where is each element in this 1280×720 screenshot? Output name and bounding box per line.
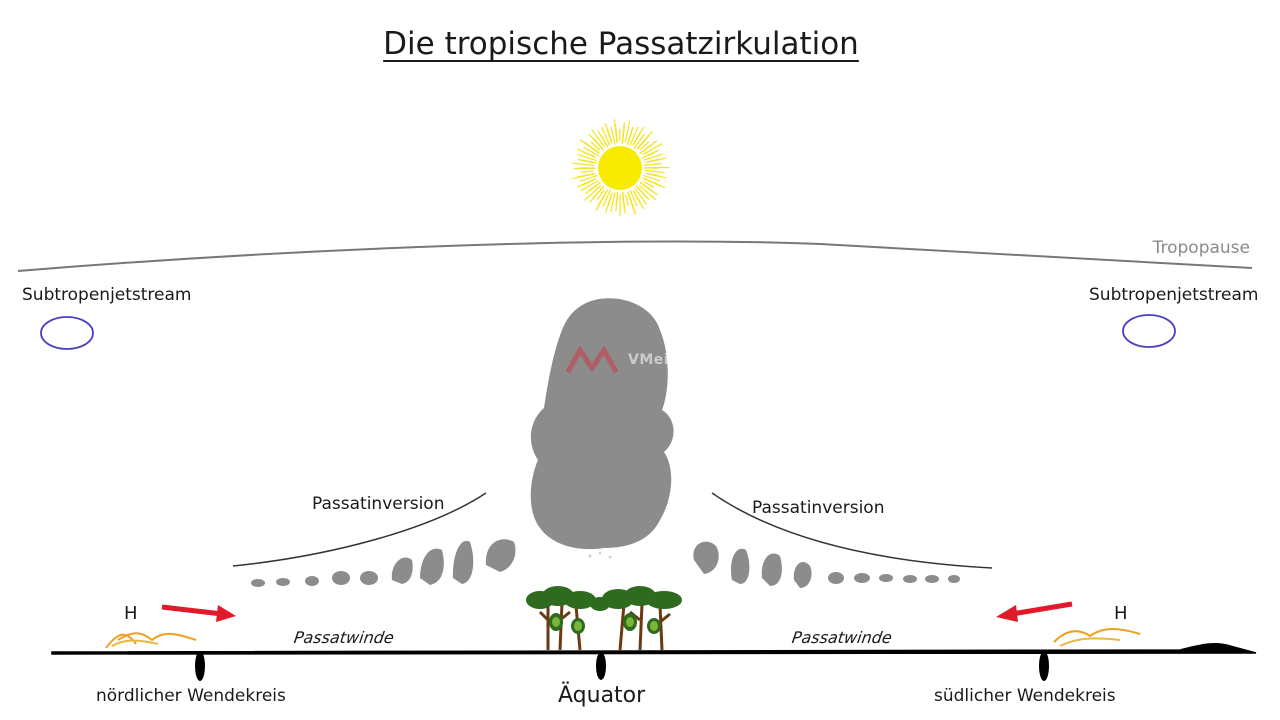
jetstream-label-left: Subtropenjetstream (22, 285, 192, 305)
jetstream-ellipse-icon (40, 316, 94, 350)
sun-ray (614, 124, 618, 143)
sun-ray (592, 137, 604, 150)
jetstream-ellipse-icon (1122, 314, 1176, 348)
equator-marker (596, 652, 606, 680)
trade-wind-label-left: Passatwinde (292, 628, 396, 647)
high-pressure-label-left: H (124, 603, 138, 624)
tropopause-line (17, 240, 1253, 272)
ground-line (51, 643, 1257, 655)
sun-ray (588, 181, 601, 191)
sun-ray (646, 157, 667, 163)
trade-cumulus-left (251, 539, 516, 587)
sun-ray (610, 192, 616, 213)
sun-ray (596, 189, 605, 201)
trade-wind-arrow-icon (161, 604, 236, 622)
sun-ray (643, 162, 662, 166)
sun-ray (579, 174, 598, 182)
sun-ray (624, 120, 631, 143)
sun-icon (572, 119, 670, 217)
passat-inversion-label-right: Passatinversion (752, 498, 885, 518)
sun-ray (576, 153, 597, 161)
sun-ray (632, 126, 645, 145)
rainforest-trees-icon (526, 586, 682, 651)
tropic-south-label: südlicher Wendekreis (934, 686, 1116, 706)
sun-ray (576, 148, 596, 158)
sun-ray (639, 143, 654, 154)
passat-inversion-label-left: Passatinversion (312, 494, 445, 514)
sun-ray (580, 180, 599, 192)
sun-ray (625, 194, 629, 207)
sun-ray (610, 126, 616, 145)
sun-ray (583, 146, 600, 157)
sun-ray (592, 186, 604, 199)
sun-ray (632, 191, 645, 210)
sun-ray (576, 178, 596, 188)
sun-ray (576, 172, 595, 178)
sun-ray (642, 174, 661, 182)
trade-wind-arrow-icon (996, 601, 1073, 622)
tropic-north-label: nördlicher Wendekreis (96, 686, 286, 706)
sun-ray (633, 133, 645, 149)
sun-ray (604, 123, 613, 143)
watermark-text: VMeisoft (628, 352, 702, 368)
trade-wind-label-right: Passatwinde (790, 628, 894, 647)
tropic-north-marker (195, 651, 205, 681)
passat-inversion-line-right (711, 492, 993, 569)
sun-ray (597, 190, 608, 207)
sun-ray (643, 153, 663, 161)
sun-ray (639, 184, 657, 201)
tropopause-label: Tropopause (1152, 238, 1250, 258)
sun-ray (572, 162, 595, 166)
cumulonimbus-cloud-icon (530, 298, 674, 550)
sun-ray (622, 192, 625, 209)
sun-ray (590, 141, 601, 151)
sun-ray (635, 185, 646, 197)
sun-ray (622, 127, 625, 144)
high-pressure-label-right: H (1114, 603, 1128, 624)
sun-ray (646, 173, 667, 179)
diagram-title: Die tropische Passatzirkulation (383, 26, 859, 62)
sun-ray (604, 193, 613, 213)
sun-ray (600, 134, 609, 148)
sun-ray (615, 191, 619, 206)
cloud-drizzle (588, 551, 612, 559)
sun-ray (639, 182, 654, 193)
dune-icon (1053, 628, 1141, 647)
sun-ray (644, 169, 665, 174)
passat-inversion-line-left (232, 492, 487, 567)
jetstream-label-right: Subtropenjetstream (1089, 285, 1259, 305)
sun-ray (639, 141, 650, 151)
sun-ray (600, 126, 611, 146)
sun-ray (629, 189, 638, 207)
sun-ray (642, 143, 662, 156)
sun-ray (626, 131, 633, 146)
sun-ray (584, 185, 602, 201)
sun-ray (602, 189, 611, 207)
equator-label: Äquator (558, 683, 646, 708)
sun-ray (591, 128, 606, 148)
tropic-south-marker (1039, 651, 1049, 681)
sun-ray (582, 159, 597, 164)
sun-ray (643, 180, 655, 188)
sun-ray (634, 187, 648, 205)
trade-cumulus-right (693, 541, 960, 588)
watermark-logo (565, 345, 619, 374)
dune-icon (105, 632, 197, 649)
sun-ray (641, 151, 655, 159)
sun-ray (584, 141, 600, 154)
sun-ray (627, 192, 635, 210)
sun-ray (581, 170, 594, 173)
sun-ray (636, 134, 650, 150)
sun-ray (629, 126, 639, 146)
sun-ray (643, 178, 661, 187)
